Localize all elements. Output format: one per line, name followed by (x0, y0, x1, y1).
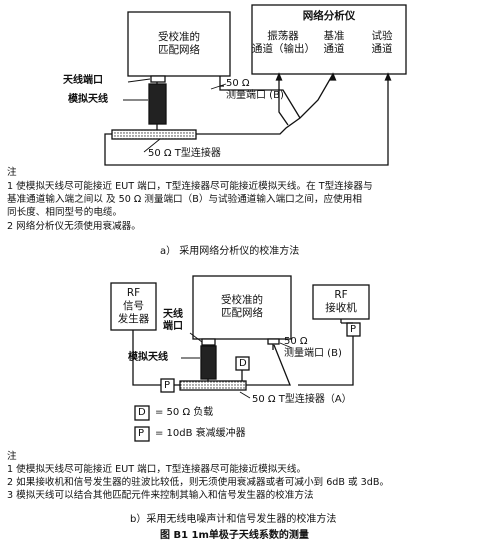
note-b-1: 1 使模拟天线尽可能接近 EUT 端口，T型连接器尽可能接近模拟天线。 (7, 464, 307, 475)
figure-title: 图 B1 1m单极子天线系数的测量 (160, 530, 309, 541)
dut-box-a (127, 11, 231, 77)
d-symbol-diagram: D (239, 358, 247, 369)
channel-test-line1: 试验 (371, 30, 393, 42)
dut-label-a-line2: 匹配网络 (158, 44, 200, 56)
note-a-1: 1 使模拟天线尽可能接近 EUT 端口，T型连接器尽可能接近模拟天线。在 T型连… (7, 181, 373, 192)
meas-port-connector-b (267, 338, 280, 345)
antenna-connector-a (150, 75, 166, 83)
dut-label-b-line1: 受校准的 (221, 294, 263, 306)
note-a-2: 基准通道输入端之间以 及 50 Ω 测量端口（B）与试验通道输入端口之间，应使用… (7, 194, 362, 205)
dut-label-b-line2: 匹配网络 (221, 307, 263, 319)
notes-title-b: 注 (7, 451, 17, 462)
dut-box-b (192, 275, 292, 340)
channel-reference-line2: 通道 (323, 43, 345, 55)
p-symbol-receiver: P (350, 324, 357, 335)
cable-oscillator-a (278, 74, 289, 126)
rf-rx-line1: RF (334, 289, 348, 301)
channel-test-line2: 通道 (371, 43, 393, 55)
channel-oscillator: 振荡器 通道（输出） (252, 30, 315, 56)
rf-gen-line3: 发生器 (117, 313, 150, 325)
note-b-2: 2 如果接收机和信号发生器的驻波比较低，则无须使用衰减器或者可减小到 6dB 或… (7, 477, 390, 488)
t-connector-a (111, 129, 197, 140)
note-a-3: 同长度、相同型号的电缆。 (7, 207, 123, 218)
antenna-port-b-line2: 端口 (163, 321, 183, 332)
antenna-port-label-b: 天线 端口 (163, 309, 183, 333)
meas-port-a-line1: 50 Ω (226, 78, 250, 89)
meas-port-label-b: 50 Ω 测量端口 (B) (284, 336, 342, 360)
legend-p-symbol: P (138, 428, 145, 439)
tee-label-b: 50 Ω T型连接器（A） (252, 394, 352, 405)
antenna-port-label-a: 天线端口 (63, 75, 103, 86)
rf-gen-line1: RF (126, 287, 141, 299)
dummy-antenna-label-a: 模拟天线 (68, 94, 108, 105)
note-a-4: 2 网络分析仪无须使用衰减器。 (7, 221, 141, 232)
figure-a (104, 4, 407, 166)
caption-b: b）采用无线电噪声计和信号发生器的校准方法 (130, 514, 337, 525)
dut-label-b: 受校准的 匹配网络 (193, 294, 291, 320)
meas-port-b-line1: 50 Ω (284, 336, 308, 347)
legend-d-text: = 50 Ω 负载 (155, 407, 214, 418)
channel-test: 试验 通道 (362, 30, 402, 56)
legend-p-box (134, 426, 150, 442)
tee-label-a: 50 Ω T型连接器 (148, 148, 221, 159)
dummy-antenna-a (148, 83, 167, 125)
dummy-antenna-b (200, 345, 217, 380)
dut-label-a-line1: 受校准的 (158, 31, 200, 43)
note-b-3: 3 模拟天线可以结合其他匹配元件来控制其输入和信号发生器的校准方法 (7, 490, 314, 501)
channel-oscillator-line2: 通道（输出） (252, 43, 315, 55)
legend-d-symbol: D (138, 407, 146, 418)
meas-port-b-line2: 测量端口 (B) (284, 348, 342, 359)
dummy-antenna-label-b: 模拟天线 (128, 352, 168, 363)
analyzer-title: 网络分析仪 (302, 10, 356, 22)
antenna-port-b-line1: 天线 (163, 309, 183, 320)
dut-label-a: 受校准的 匹配网络 (128, 31, 230, 57)
cable-tee-to-test (104, 74, 389, 166)
channel-reference-line1: 基准 (323, 30, 345, 42)
rf-receiver-label: RF 接收机 (313, 289, 369, 315)
cable-tee-to-ref (196, 73, 334, 135)
channel-reference: 基准 通道 (316, 30, 352, 56)
legend-p-text: = 10dB 衰减缓冲器 (155, 428, 246, 439)
t-connector-b (179, 380, 247, 391)
rf-rx-line2: 接收机 (325, 302, 357, 314)
channel-oscillator-line1: 振荡器 (267, 30, 299, 42)
p-symbol-generator: P (164, 380, 171, 391)
meas-port-a-line2: 测量端口 (B) (226, 90, 284, 101)
rf-generator-label: RF 信号 发生器 (111, 287, 156, 326)
cable-meas-port-a (219, 76, 301, 119)
meas-port-label-a: 50 Ω 测量端口 (B) (226, 78, 284, 102)
figure-b (110, 275, 370, 442)
legend-d-box (134, 405, 150, 421)
rf-gen-line2: 信号 (123, 300, 144, 312)
notes-title-a: 注 (7, 167, 17, 178)
network-analyzer-box (251, 4, 407, 75)
caption-a: a） 采用网络分析仪的校准方法 (160, 246, 300, 257)
antenna-connector-b (201, 338, 216, 346)
